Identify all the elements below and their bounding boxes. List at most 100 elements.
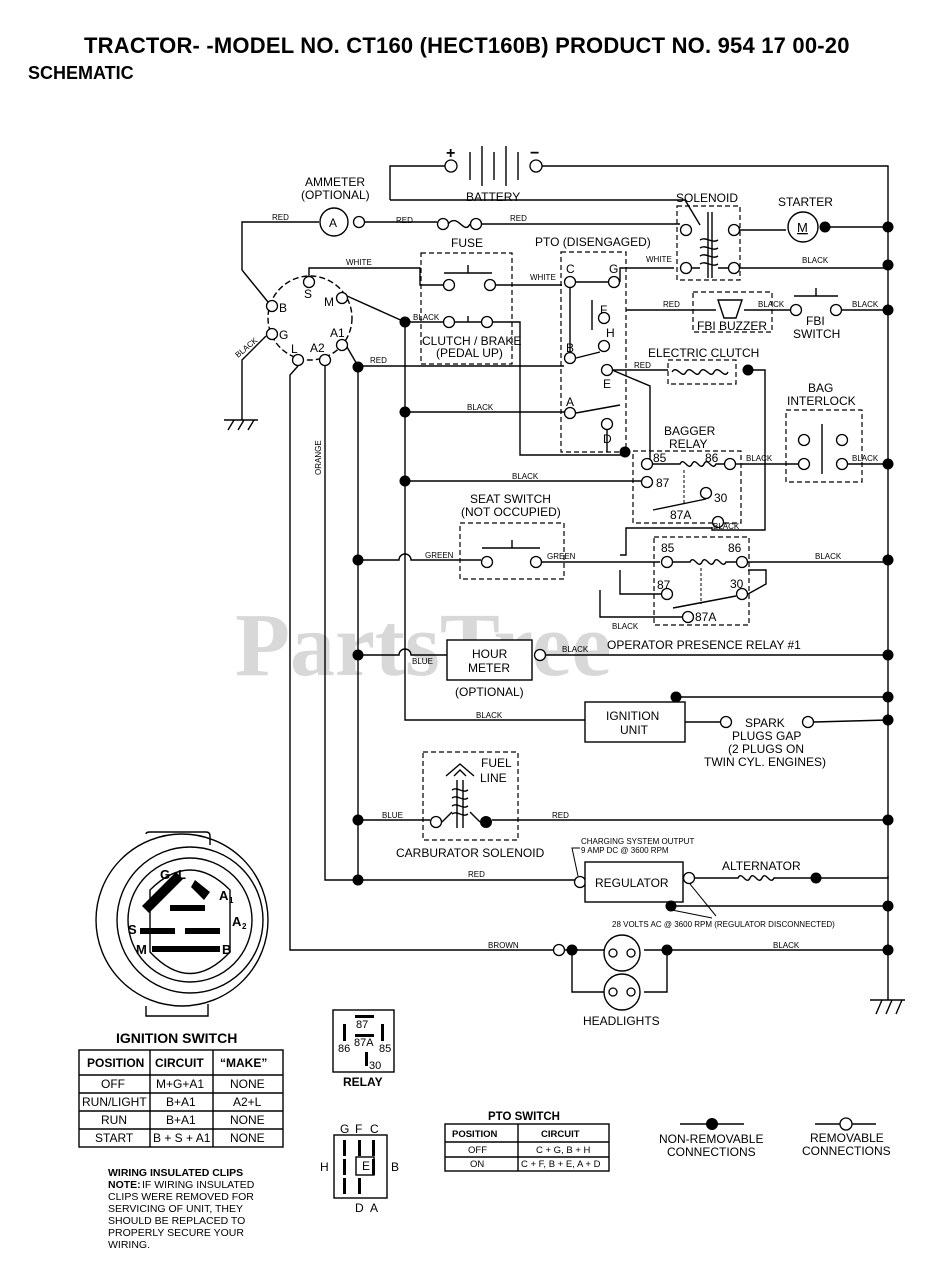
svg-text:BROWN: BROWN (488, 941, 519, 950)
svg-text:F: F (600, 303, 607, 317)
svg-text:(NOT OCCUPIED): (NOT OCCUPIED) (461, 505, 561, 519)
bag-interlock: BLACK BLACK BAG INTERLOCK (742, 381, 888, 483)
page-title: TRACTOR- -MODEL NO. CT160 (HECT160B) PRO… (84, 33, 850, 58)
pto-legend: G F C H E B D A (320, 1122, 399, 1215)
svg-text:“MAKE”: “MAKE” (220, 1056, 267, 1070)
svg-text:CIRCUIT: CIRCUIT (541, 1129, 580, 1140)
svg-text:WHITE: WHITE (646, 255, 672, 264)
svg-text:E: E (362, 1159, 370, 1173)
svg-text:RED: RED (468, 870, 485, 879)
svg-text:87: 87 (656, 476, 670, 490)
ignition-switch-title: IGNITION SWITCH (116, 1030, 237, 1046)
watermark: PartsTree (235, 596, 611, 695)
svg-text:RELAY: RELAY (669, 437, 707, 451)
svg-text:B + S + A1: B + S + A1 (153, 1131, 211, 1145)
svg-text:ON: ON (470, 1159, 484, 1170)
svg-text:A1: A1 (330, 326, 345, 340)
svg-text:BLACK: BLACK (802, 256, 829, 265)
svg-text:POSITION: POSITION (452, 1129, 498, 1140)
svg-text:H: H (320, 1160, 329, 1174)
svg-text:RED: RED (370, 356, 387, 365)
svg-text:ORANGE: ORANGE (314, 440, 323, 475)
ammeter-label: AMMETER (305, 175, 365, 189)
svg-text:30: 30 (369, 1060, 381, 1072)
svg-text:G: G (279, 328, 288, 342)
ignition-switch-table: POSITION CIRCUIT “MAKE” OFF M+G+A1 NONE … (78, 1049, 284, 1148)
svg-text:SERVICING OF UNIT, THEY: SERVICING OF UNIT, THEY (108, 1203, 243, 1215)
fuel-line-label: FUEL (481, 756, 512, 770)
svg-text:B: B (391, 1160, 399, 1174)
svg-text:SWITCH: SWITCH (793, 327, 840, 341)
svg-text:G: G (160, 867, 170, 882)
svg-text:CONNECTIONS: CONNECTIONS (667, 1145, 756, 1159)
svg-text:87: 87 (356, 1019, 368, 1031)
solenoid-label: SOLENOID (676, 191, 738, 205)
svg-text:BLACK: BLACK (815, 552, 842, 561)
a1-feed-bus (352, 361, 364, 886)
regulator: CHARGING SYSTEM OUTPUT 9 AMP DC @ 3600 R… (571, 837, 889, 929)
svg-text:NONE: NONE (230, 1113, 265, 1127)
fuse-label: FUSE (451, 236, 483, 250)
relay-legend: 87 86 87A 85 30 RELAY (332, 1009, 395, 1089)
battery: + − BATTERY (389, 145, 701, 226)
svg-text:87A: 87A (695, 610, 716, 624)
fbi-switch-label: FBI (806, 314, 825, 328)
bagger-relay: BAGGER RELAY 85 86 87 30 87A BLACK BLACK (405, 424, 742, 556)
starter: M STARTER (778, 195, 888, 243)
svg-text:M+G+A1: M+G+A1 (156, 1077, 204, 1091)
svg-text:TWIN CYL. ENGINES): TWIN CYL. ENGINES) (704, 755, 826, 769)
regulator-label: REGULATOR (595, 876, 669, 890)
svg-text:BLACK: BLACK (773, 941, 800, 950)
fbi-switch: BLACK FBI SWITCH (789, 288, 888, 341)
svg-text:METER: METER (468, 661, 510, 675)
svg-text:PLUGS GAP: PLUGS GAP (732, 729, 801, 743)
svg-text:C + F, B + E, A + D: C + F, B + E, A + D (521, 1159, 601, 1170)
ignition-switch-symbol: S M B G L A2 A1 BLACK WHITE BLACK RED BR… (224, 258, 580, 951)
spark-label: SPARK (745, 716, 785, 730)
svg-text:RELAY: RELAY (343, 1075, 383, 1089)
hour-meter: BLUE HOUR METER (OPTIONAL) BLACK (358, 639, 888, 699)
svg-text:WHITE: WHITE (530, 273, 556, 282)
svg-text:REMOVABLE: REMOVABLE (810, 1131, 884, 1145)
svg-text:NONE: NONE (230, 1131, 265, 1145)
svg-text:(PEDAL UP): (PEDAL UP) (436, 346, 503, 360)
svg-text:POSITION: POSITION (87, 1056, 144, 1070)
svg-text:GREEN: GREEN (547, 552, 576, 561)
svg-text:S: S (304, 287, 312, 301)
svg-text:85: 85 (661, 541, 675, 555)
svg-text:F: F (355, 1122, 362, 1136)
battery-label: BATTERY (466, 190, 520, 204)
svg-text:PROPERLY SECURE YOUR: PROPERLY SECURE YOUR (108, 1227, 244, 1239)
svg-text:CONNECTIONS: CONNECTIONS (802, 1144, 891, 1158)
svg-text:START: START (95, 1131, 134, 1145)
svg-text:86: 86 (728, 541, 742, 555)
bag-interlock-label: BAG (808, 381, 833, 395)
svg-text:M: M (324, 295, 334, 309)
svg-text:A: A (219, 888, 229, 903)
clutch-brake-label: CLUTCH / BRAKE (422, 334, 521, 348)
svg-text:G: G (609, 262, 618, 276)
ignition-switch-face: G L A 1 S A 2 M B IGNITION SWITCH (95, 831, 269, 1046)
svg-text:BLACK: BLACK (476, 711, 503, 720)
svg-text:A: A (566, 395, 574, 409)
svg-text:BLUE: BLUE (412, 657, 433, 666)
carburetor-solenoid: FUEL LINE BLUE RED CARBURATOR SOLENOID (358, 751, 888, 860)
svg-text:A2+L: A2+L (233, 1095, 262, 1109)
clutch-brake-switch: WHITE CLUTCH / BRAKE (PEDAL UP) (420, 252, 625, 456)
carburetor-solenoid-label: CARBURATOR SOLENOID (396, 846, 545, 860)
svg-text:87: 87 (657, 578, 671, 592)
svg-text:PTO SWITCH: PTO SWITCH (488, 1111, 560, 1123)
alternator-label: ALTERNATOR (722, 859, 801, 873)
svg-text:GREEN: GREEN (425, 551, 454, 560)
svg-text:WIRING INSULATED CLIPS: WIRING INSULATED CLIPS (108, 1167, 243, 1179)
wiring-note: WIRING INSULATED CLIPS NOTE: IF WIRING I… (108, 1167, 255, 1251)
svg-text:(OPTIONAL): (OPTIONAL) (455, 685, 524, 699)
ammeter-symbol: A (329, 216, 337, 230)
svg-text:BLACK: BLACK (562, 645, 589, 654)
connections-legend: NON-REMOVABLE CONNECTIONS REMOVABLE CONN… (659, 1117, 891, 1159)
pto-switch-table: PTO SWITCH POSITION CIRCUIT OFF C + G, B… (444, 1111, 610, 1172)
svg-text:(2 PLUGS ON: (2 PLUGS ON (728, 742, 804, 756)
battery-minus: − (530, 145, 539, 162)
svg-text:NON-REMOVABLE: NON-REMOVABLE (659, 1132, 763, 1146)
svg-text:RED: RED (510, 214, 527, 223)
